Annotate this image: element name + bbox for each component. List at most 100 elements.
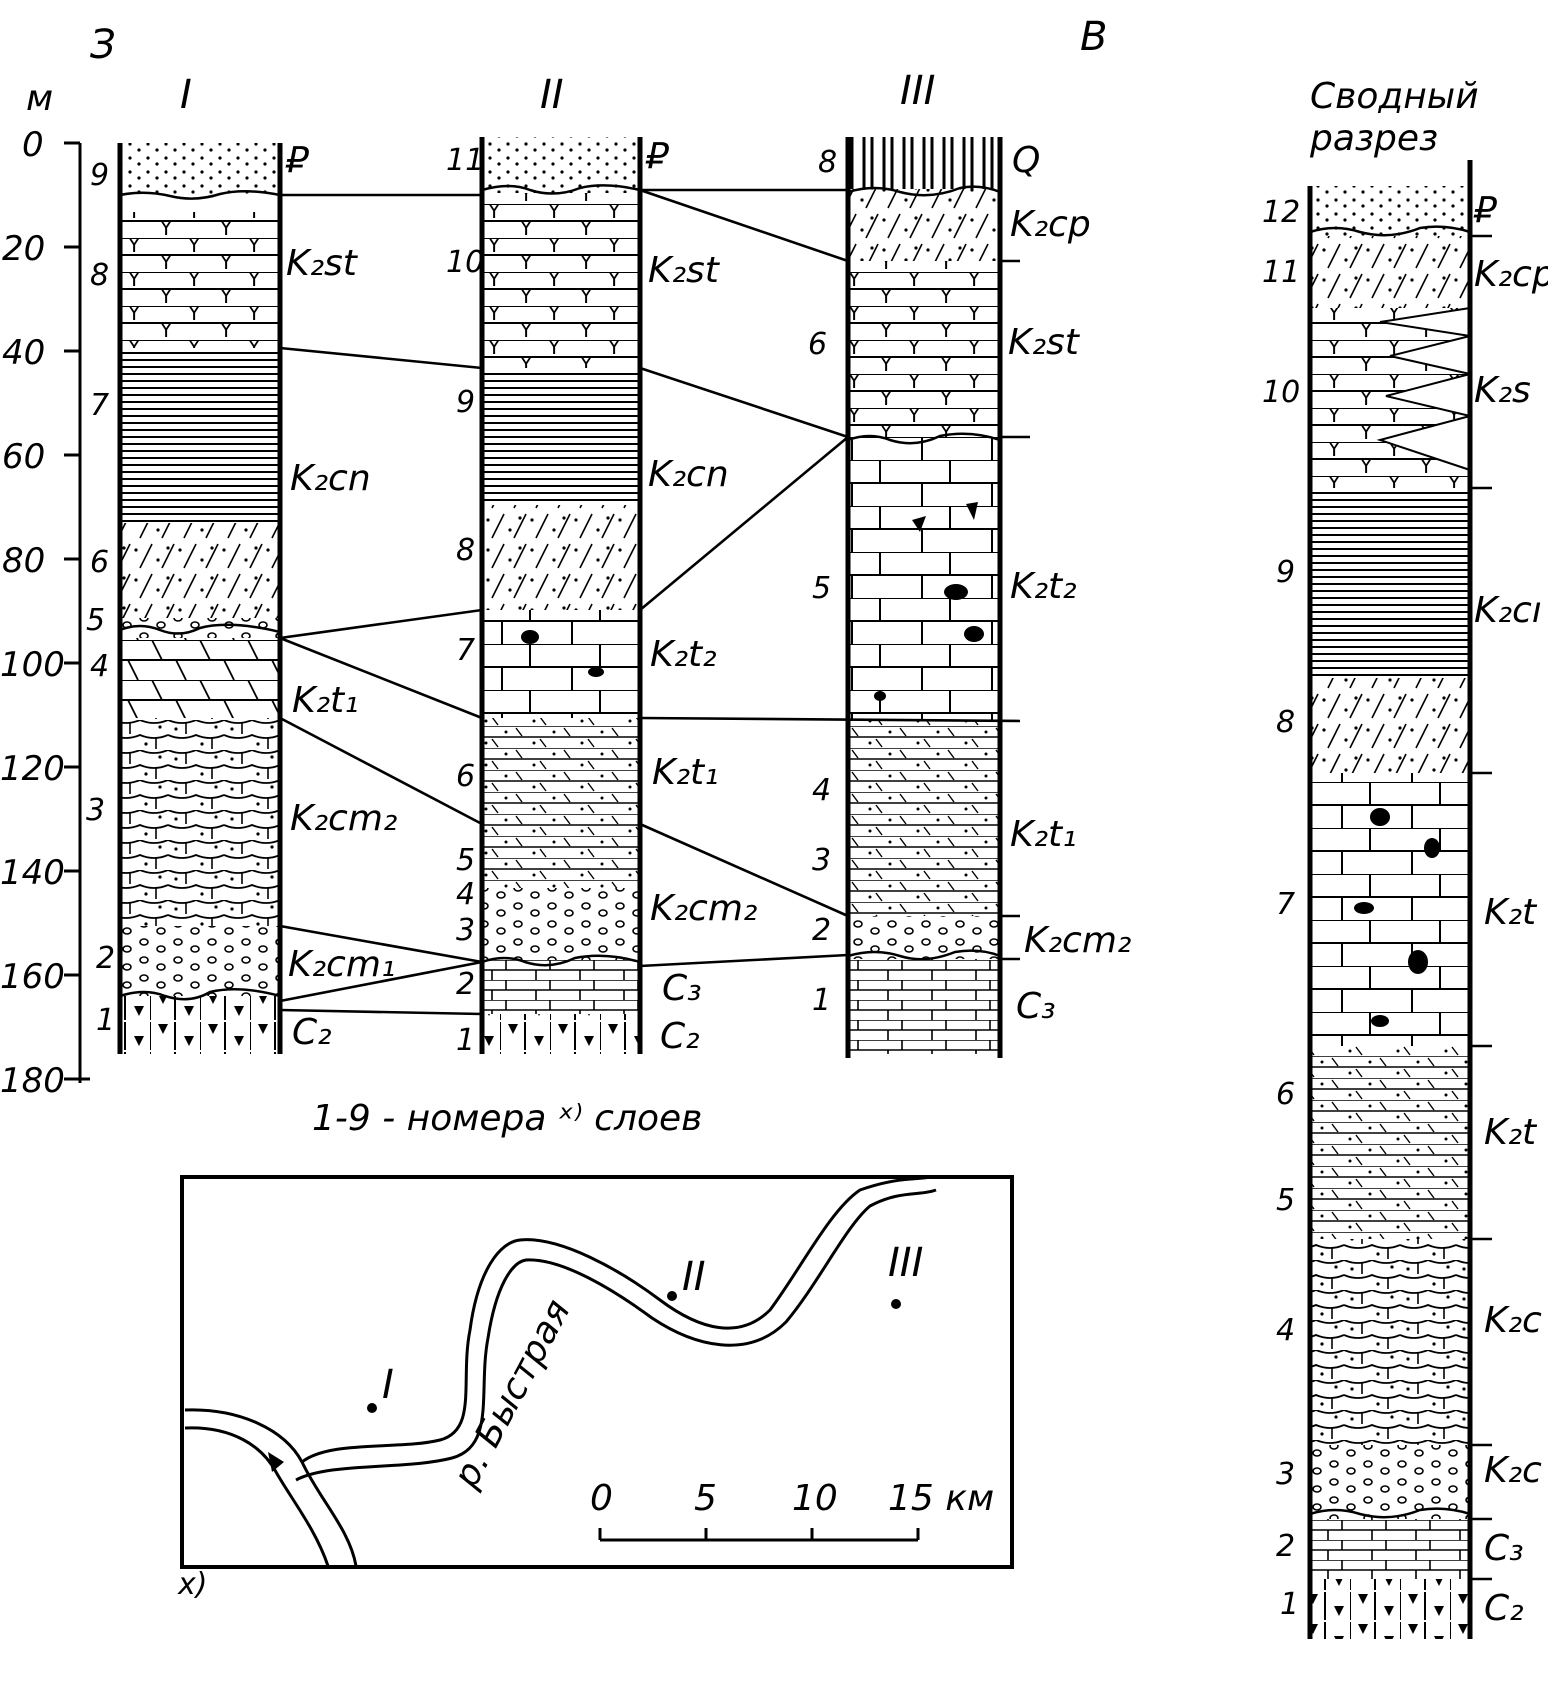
age-III-K2t2: K₂t₂	[1010, 566, 1077, 607]
age-I-K2cm2: K₂cm₂	[290, 798, 397, 839]
age-I-C2: C₂	[292, 1012, 332, 1053]
age-comp-K2c-3: K₂c	[1484, 1450, 1542, 1491]
layer-comp-9: 9	[1276, 555, 1295, 590]
layer-III-6: 6	[808, 327, 827, 362]
depth-tick-180: 180	[0, 1061, 65, 1101]
layer-comp-3: 3	[1276, 1457, 1295, 1492]
section-III-annotations: 8 6 5 4 3 2 1 Q K₂cp K₂st K₂t₂ K₂t₁ K₂cm…	[808, 140, 1131, 1027]
age-III-K2t1: K₂t₁	[1010, 814, 1077, 855]
age-II-K2st: K₂st	[648, 250, 721, 291]
layer-II-7: 7	[456, 633, 475, 668]
correlation-lines	[279, 188, 1030, 1016]
scale-tick-5: 5	[694, 1478, 717, 1519]
depth-tick-0: 0	[22, 125, 44, 165]
layer-II-1: 1	[456, 1023, 475, 1058]
section-I-annotations: 9 8 7 6 5 4 3 2 1 ₽ K₂st K₂cn K₂t₁ K₂cm₂…	[86, 140, 397, 1053]
column-III	[845, 137, 1003, 1058]
depth-tick-40: 40	[2, 333, 45, 373]
section-II-annotations: 11 10 9 8 7 6 5 4 3 2 1 ₽ K₂st K₂cn K₂t₂…	[446, 136, 757, 1058]
age-I-K2t1: K₂t₁	[292, 680, 359, 721]
composite-title-line1: Сводный	[1310, 76, 1479, 117]
layer-II-9: 9	[456, 385, 475, 420]
layer-II-8: 8	[456, 533, 475, 568]
layer-comp-7: 7	[1276, 887, 1295, 922]
age-III-K2st: K₂st	[1008, 322, 1081, 363]
age-comp-K2c-4: K₂c	[1484, 1300, 1542, 1341]
layer-II-3: 3	[456, 913, 475, 948]
layer-II-11: 11	[446, 143, 484, 178]
age-III-quaternary: Q	[1012, 140, 1040, 181]
west-label: З	[90, 22, 116, 68]
section-II-label: II	[540, 72, 564, 118]
layer-I-4: 4	[90, 649, 109, 684]
layer-III-8: 8	[818, 145, 837, 180]
age-comp-paleogene: ₽	[1473, 190, 1498, 231]
age-II-K2cn: K₂cn	[648, 454, 729, 495]
layer-comp-11: 11	[1262, 255, 1300, 290]
location-map: I II III р. Быстрая 0 5 10 15 км x)	[177, 1175, 1014, 1602]
depth-unit-label: м	[26, 78, 53, 119]
layer-II-6: 6	[456, 759, 475, 794]
section-III-label: III	[900, 68, 935, 114]
layer-I-1: 1	[96, 1003, 115, 1038]
layer-III-2: 2	[812, 913, 831, 948]
age-I-K2cn: K₂cn	[290, 458, 371, 499]
age-II-C2: C₂	[660, 1016, 700, 1057]
layer-III-4: 4	[812, 773, 831, 808]
age-comp-C2: C₂	[1484, 1588, 1524, 1629]
age-III-K2cm2: K₂cm₂	[1024, 920, 1131, 961]
layer-II-10: 10	[446, 245, 484, 280]
scale-tick-15km: 15 км	[888, 1478, 994, 1519]
age-III-C3: C₃	[1016, 986, 1056, 1027]
depth-tick-20: 20	[2, 229, 45, 269]
depth-tick-80: 80	[2, 541, 45, 581]
age-II-K2cm2: K₂cm₂	[650, 888, 757, 929]
layer-I-3: 3	[86, 793, 105, 828]
layer-I-7: 7	[90, 388, 109, 423]
layer-numbers-caption: 1-9 - номера ˣ⁾ слоев	[312, 1098, 702, 1139]
age-III-K2cp: K₂cp	[1010, 204, 1091, 245]
layer-comp-6: 6	[1276, 1077, 1295, 1112]
age-II-K2t2: K₂t₂	[650, 634, 717, 675]
age-comp-K2t-7: K₂t	[1484, 892, 1538, 933]
depth-tick-160: 160	[0, 957, 65, 997]
layer-comp-8: 8	[1276, 705, 1295, 740]
layer-II-4: 4	[456, 877, 475, 912]
scale-tick-0: 0	[590, 1478, 613, 1519]
layer-I-6: 6	[90, 545, 109, 580]
layer-II-5: 5	[456, 843, 475, 878]
layer-comp-2: 2	[1276, 1529, 1295, 1564]
column-II	[479, 137, 643, 1054]
map-point-I: I	[382, 1362, 394, 1408]
layer-III-1: 1	[812, 983, 831, 1018]
age-II-C3: C₃	[662, 968, 702, 1009]
section-I-label: I	[180, 72, 192, 118]
layer-comp-12: 12	[1262, 195, 1300, 230]
composite-annotations: 12 11 10 9 8 7 6 5 4 3 2 1 ₽ K₂cp K₂s K₂…	[1262, 190, 1548, 1629]
age-comp-K2cn: K₂cı	[1474, 590, 1542, 631]
depth-tick-60: 60	[2, 437, 45, 477]
layer-comp-1: 1	[1280, 1587, 1299, 1622]
east-label: В	[1080, 14, 1107, 60]
age-II-K2t1: K₂t₁	[652, 752, 719, 793]
layer-I-9: 9	[90, 158, 109, 193]
age-comp-K2t-6: K₂t	[1484, 1112, 1538, 1153]
composite-column	[1307, 160, 1492, 1639]
layer-comp-10: 10	[1262, 375, 1300, 410]
layer-III-3: 3	[812, 843, 831, 878]
age-comp-K2s: K₂s	[1474, 370, 1531, 411]
depth-tick-140: 140	[0, 853, 65, 893]
age-II-paleogene: ₽	[645, 136, 670, 177]
layer-comp-5: 5	[1276, 1183, 1295, 1218]
layer-II-2: 2	[456, 967, 475, 1002]
layer-I-2: 2	[96, 941, 115, 976]
layer-I-8: 8	[90, 258, 109, 293]
depth-tick-100: 100	[0, 645, 65, 685]
depth-tick-120: 120	[0, 749, 65, 789]
layer-comp-4: 4	[1276, 1313, 1295, 1348]
map-point-III: III	[888, 1240, 923, 1286]
layer-III-5: 5	[812, 571, 831, 606]
scale-tick-10: 10	[792, 1478, 838, 1519]
depth-scale: 0 20 40 60 80 100 120 140 160 180	[0, 125, 90, 1101]
